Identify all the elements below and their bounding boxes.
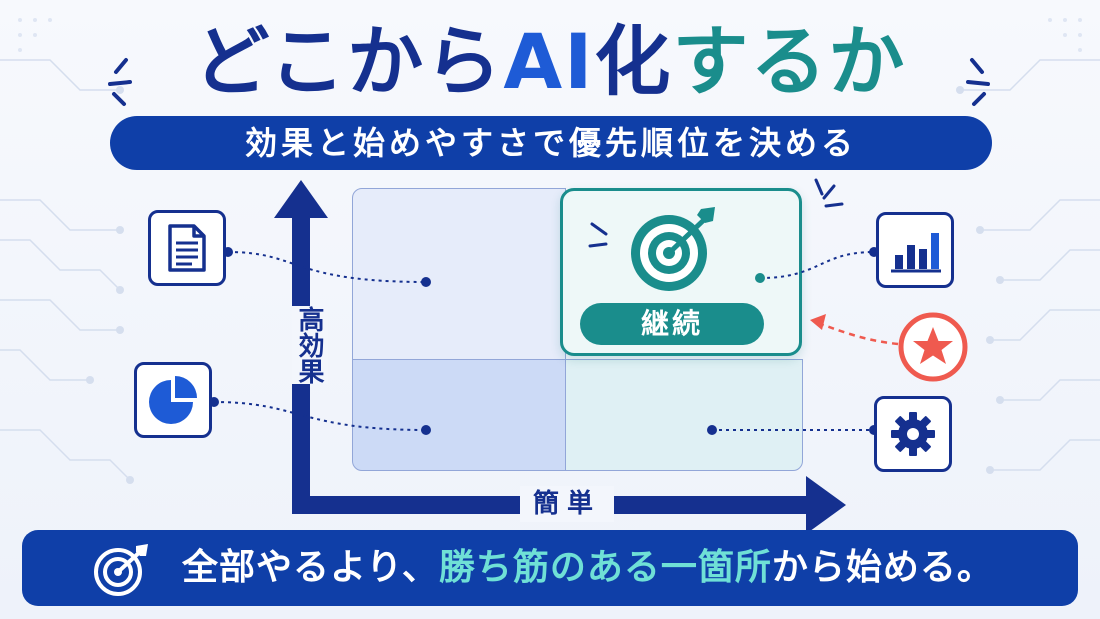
star-badge-icon — [898, 312, 968, 382]
message-highlight: 勝ち筋のある一箇所 — [438, 547, 772, 588]
document-icon — [168, 224, 206, 272]
document-card — [148, 210, 226, 286]
title-part-3: 化 — [594, 17, 673, 106]
continue-label: 継続 — [580, 303, 764, 345]
title-part-2: AI — [503, 17, 595, 106]
pie-chart-icon — [149, 376, 197, 424]
gear-icon — [891, 412, 935, 456]
quadrant-bottom-left — [352, 359, 566, 471]
target-icon-small — [94, 544, 148, 596]
quadrant-bottom-right — [565, 359, 803, 471]
quadrant-top-left — [352, 188, 566, 360]
bar-chart-card — [876, 212, 954, 288]
title-accent-right — [966, 58, 990, 106]
y-axis-label: 高効果 — [292, 306, 328, 384]
gear-card — [874, 396, 952, 472]
target-icon — [631, 207, 715, 291]
message-start: 全部やるより、 — [182, 547, 439, 588]
title-part-4: するか — [672, 17, 907, 106]
x-axis-label: 簡単 — [520, 486, 614, 522]
page-title: どこからAI化するか — [0, 16, 1100, 108]
bar-chart-icon — [891, 233, 941, 273]
title-part-1: どこから — [193, 17, 504, 106]
title-accent-left — [108, 58, 132, 106]
message-end: から始める。 — [771, 547, 994, 588]
bottom-banner: 全部やるより、勝ち筋のある一箇所から始める。 — [22, 530, 1078, 606]
subtitle-banner: 効果と始めやすさで優先順位を決める — [110, 116, 992, 170]
bottom-message: 全部やるより、勝ち筋のある一箇所から始める。 — [182, 530, 1062, 606]
highlight-burst-right — [814, 178, 844, 208]
quadrant-top-right-highlight: 継続 — [560, 188, 802, 356]
highlight-burst-left — [588, 222, 608, 248]
pie-chart-card — [134, 362, 212, 438]
